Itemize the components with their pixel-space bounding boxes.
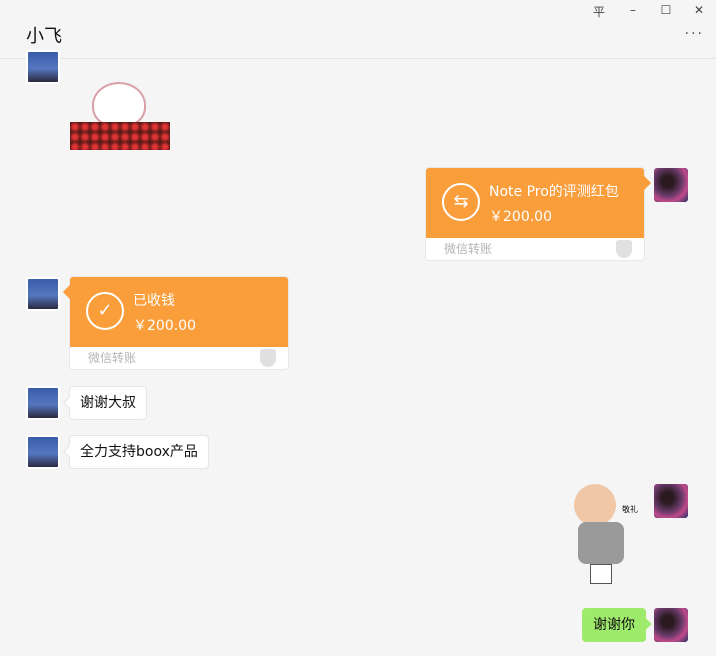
transfer-arrows-icon: ⇆ <box>442 183 480 221</box>
chat-title: 小飞 <box>26 26 62 47</box>
avatar[interactable] <box>26 435 60 469</box>
pin-icon[interactable]: 平 <box>592 5 605 19</box>
message-bubble[interactable]: 谢谢大叔 <box>69 386 147 420</box>
transfer-title: Note Pro的评测红包 <box>489 184 619 200</box>
more-options-button[interactable]: ··· <box>684 26 704 42</box>
avatar-self[interactable] <box>654 608 688 642</box>
transfer-amount: ￥200.00 <box>489 209 552 225</box>
avatar[interactable] <box>26 277 60 311</box>
avatar[interactable] <box>26 50 60 84</box>
transfer-title: 已收钱 <box>133 293 175 309</box>
transfer-footer: 微信转账 <box>444 242 493 256</box>
message-bubble-self[interactable]: 谢谢你 <box>582 608 646 642</box>
message-bubble[interactable]: 全力支持boox产品 <box>69 435 209 469</box>
transfer-card-received[interactable]: ✓ 已收钱 ￥200.00 微信转账 <box>69 276 289 370</box>
cat-sticker <box>70 82 170 150</box>
avatar-self[interactable] <box>654 484 688 518</box>
minimize-button[interactable]: – <box>630 3 636 17</box>
transfer-amount: ￥200.00 <box>133 318 196 334</box>
transfer-footer: 微信转账 <box>88 351 137 365</box>
avatar[interactable] <box>26 386 60 420</box>
transfer-card-sent[interactable]: ⇆ Note Pro的评测红包 ￥200.00 微信转账 <box>425 167 645 261</box>
check-icon: ✓ <box>86 292 124 330</box>
shield-icon <box>616 240 632 258</box>
salute-sticker: 敬礼 <box>562 484 642 586</box>
sticker-caption: 敬礼 <box>622 505 638 514</box>
chat-header: 小飞 平 – ☐ ✕ ··· <box>0 0 716 59</box>
close-button[interactable]: ✕ <box>693 3 705 17</box>
maximize-button[interactable]: ☐ <box>660 3 672 17</box>
avatar-self[interactable] <box>654 168 688 202</box>
shield-icon <box>260 349 276 367</box>
